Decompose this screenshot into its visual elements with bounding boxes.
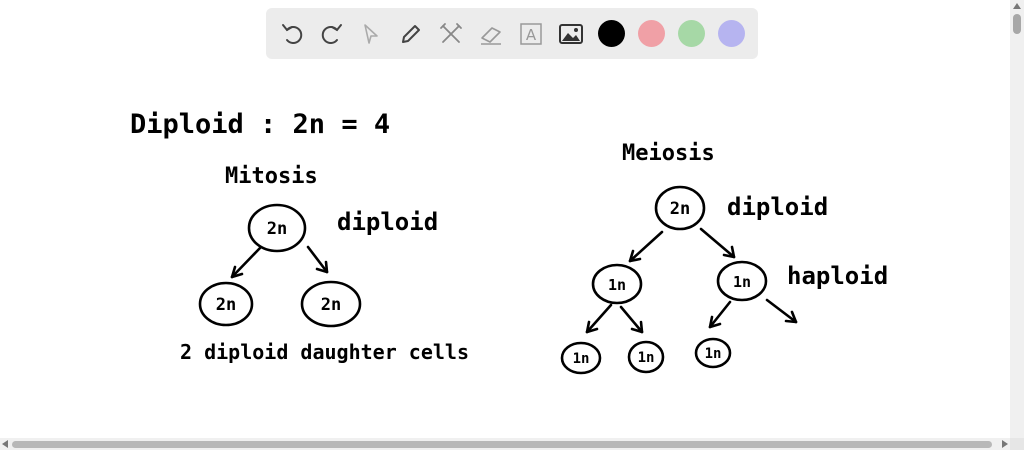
meiosis-gamete-label: 1n: [573, 351, 590, 367]
meiosis-parent-cell: [654, 185, 706, 231]
diploid-header: Diploid : 2n = 4: [130, 109, 390, 140]
meiosis-title: Meiosis: [622, 141, 715, 166]
color-green-swatch[interactable]: [678, 20, 705, 47]
color-pink-swatch[interactable]: [638, 20, 665, 47]
scroll-right-icon[interactable]: [1002, 440, 1008, 448]
mitosis-title: Mitosis: [225, 164, 318, 189]
mitosis-parent-cell: [247, 203, 307, 253]
mitosis-child-cell: [198, 281, 254, 327]
arrow: [765, 298, 798, 324]
vertical-scrollbar[interactable]: [1010, 0, 1024, 438]
scroll-up-icon[interactable]: [1013, 3, 1021, 9]
meiosis-gamete-label: 1n: [638, 350, 655, 366]
meiosis-haploid-cell-label: 1n: [608, 276, 626, 294]
arrow: [708, 300, 732, 329]
scroll-left-icon[interactable]: [2, 440, 8, 448]
meiosis-haploid-cell: [716, 260, 768, 302]
meiosis-parent-label: 2n: [670, 199, 690, 219]
meiosis-gamete-label: 1n: [705, 346, 722, 362]
mitosis-parent-label: 2n: [267, 219, 287, 239]
meiosis-haploid-cell: [591, 263, 643, 305]
color-purple-swatch[interactable]: [718, 20, 745, 47]
undo-icon[interactable]: [278, 19, 308, 49]
arrow: [628, 230, 664, 263]
horizontal-scrollbar[interactable]: [0, 438, 1010, 450]
mitosis-caption: 2 diploid daughter cells: [180, 340, 469, 364]
pen-icon[interactable]: [396, 19, 426, 49]
mitosis-child-label: 2n: [321, 295, 341, 315]
meiosis-gamete-cell: [560, 341, 602, 375]
mitosis-child-cell: [300, 280, 362, 328]
arrow: [619, 305, 644, 334]
mitosis-diploid-label: diploid: [337, 208, 438, 236]
tools-icon[interactable]: [436, 19, 466, 49]
whiteboard-canvas[interactable]: Diploid : 2n = 4 Mitosis 2n diploid 2n 2…: [0, 62, 1010, 438]
color-black-swatch[interactable]: [598, 20, 625, 47]
image-icon[interactable]: [556, 19, 586, 49]
meiosis-haploid-label: haploid: [787, 262, 888, 290]
drawing-toolbar: A: [266, 8, 758, 59]
arrow: [306, 245, 329, 274]
arrow: [699, 227, 736, 259]
redo-icon[interactable]: [316, 19, 346, 49]
arrow: [585, 303, 613, 334]
vertical-scroll-thumb[interactable]: [1013, 14, 1021, 34]
arrow: [230, 246, 262, 279]
meiosis-haploid-cell-label: 1n: [733, 273, 751, 291]
mitosis-child-label: 2n: [216, 295, 236, 315]
eraser-icon[interactable]: [476, 19, 506, 49]
meiosis-gamete-cell: [627, 340, 665, 374]
svg-text:A: A: [526, 26, 537, 44]
meiosis-diploid-label: diploid: [727, 193, 828, 221]
text-icon[interactable]: A: [516, 19, 546, 49]
scrollbar-corner: [1010, 438, 1024, 450]
meiosis-gamete-cell: [694, 337, 732, 369]
horizontal-scroll-thumb[interactable]: [12, 441, 992, 448]
pointer-icon[interactable]: [356, 19, 386, 49]
